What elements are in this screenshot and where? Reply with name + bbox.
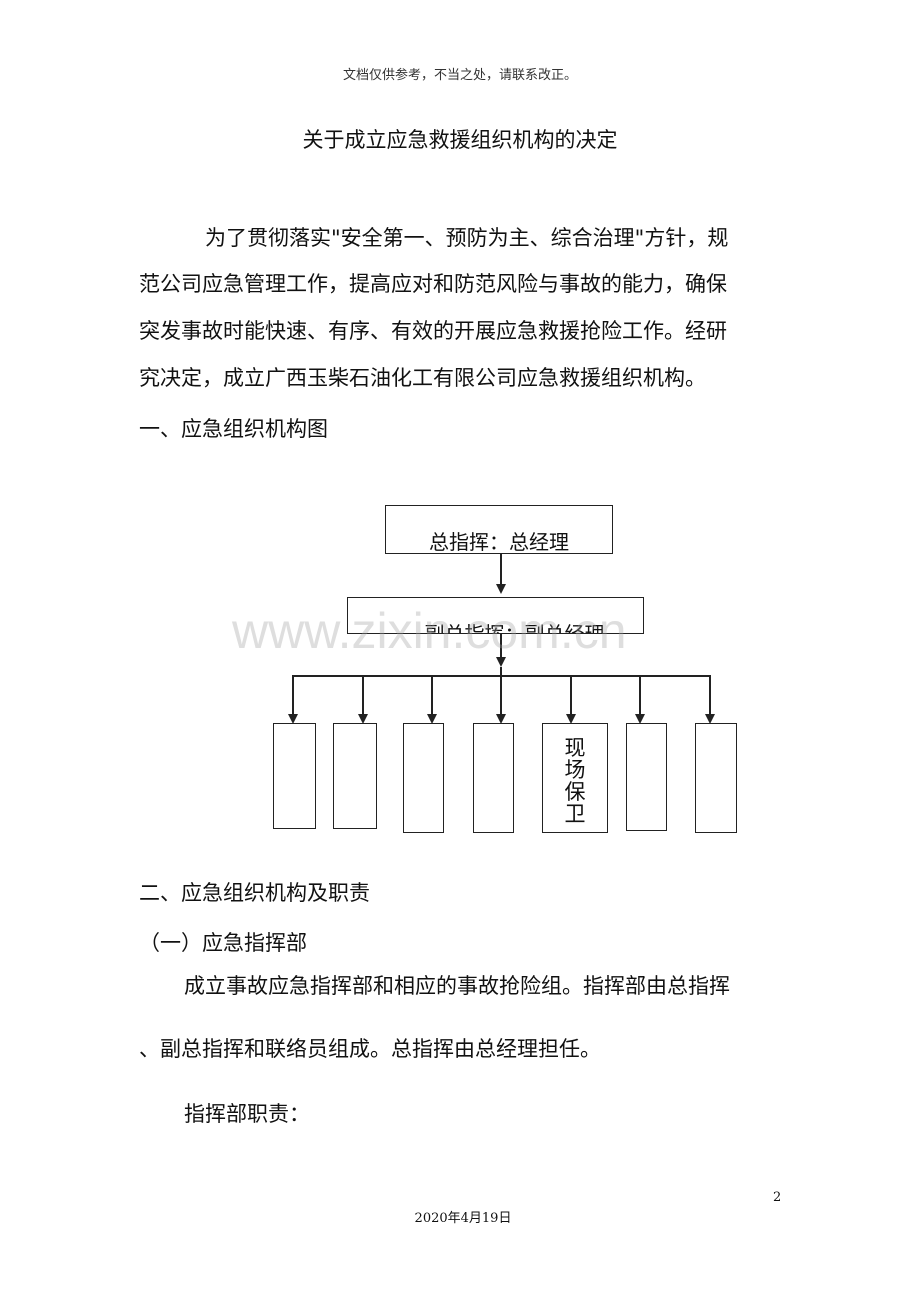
connector-line (500, 634, 502, 658)
page-number: 2 (773, 1190, 782, 1205)
connector-line (500, 554, 502, 586)
arrow-down-icon (496, 657, 506, 667)
org-team-box (333, 723, 377, 829)
body-line: 成立事故应急指挥部和相应的事故抢险组。指挥部由总指挥 (184, 974, 730, 998)
org-team-box (273, 723, 316, 829)
arrow-down-icon (705, 714, 715, 724)
org-box-commander: 总指挥：总经理 (385, 505, 613, 554)
org-box-label: 总指挥：总经理 (429, 530, 569, 554)
org-team-box-site-security: 现场保卫 (542, 723, 608, 833)
header-note: 文档仅供参考，不当之处，请联系改正。 (342, 68, 577, 83)
footer-date: 2020年4月19日 (414, 1211, 512, 1226)
section-heading-1: 一、应急组织机构图 (139, 417, 328, 441)
org-team-box (626, 723, 667, 831)
arrow-down-icon (635, 714, 645, 724)
arrow-down-icon (288, 714, 298, 724)
org-box-label: 副总指挥：副总经理 (424, 622, 605, 634)
org-team-box (695, 723, 737, 833)
watermark: www.zixin.com.cn (232, 603, 627, 659)
arrow-down-icon (358, 714, 368, 724)
body-line: 、副总指挥和联络员组成。总指挥由总经理担任。 (139, 1037, 601, 1061)
intro-line: 突发事故时能快速、有序、有效的开展应急救援抢险工作。经研 (139, 319, 727, 343)
arrow-down-icon (427, 714, 437, 724)
intro-line: 范公司应急管理工作，提高应对和防范风险与事故的能力，确保 (139, 272, 727, 296)
arrow-down-icon (496, 714, 506, 724)
org-box-deputy: 副总指挥：副总经理 (347, 597, 644, 634)
section-heading-2: 二、应急组织机构及职责 (139, 881, 370, 905)
subsection-heading: （一）应急指挥部 (139, 931, 307, 955)
intro-line: 为了贯彻落实"安全第一、预防为主、综合治理"方针，规 (205, 226, 729, 250)
arrow-down-icon (496, 584, 506, 594)
document-title: 关于成立应急救援组织机构的决定 (302, 128, 618, 152)
org-team-box (473, 723, 514, 833)
org-team-box (403, 723, 444, 833)
connector-line (500, 667, 502, 675)
arrow-down-icon (566, 714, 576, 724)
intro-line: 究决定，成立广西玉柴石油化工有限公司应急救援组织机构。 (139, 366, 706, 390)
duties-label: 指挥部职责： (184, 1102, 310, 1126)
